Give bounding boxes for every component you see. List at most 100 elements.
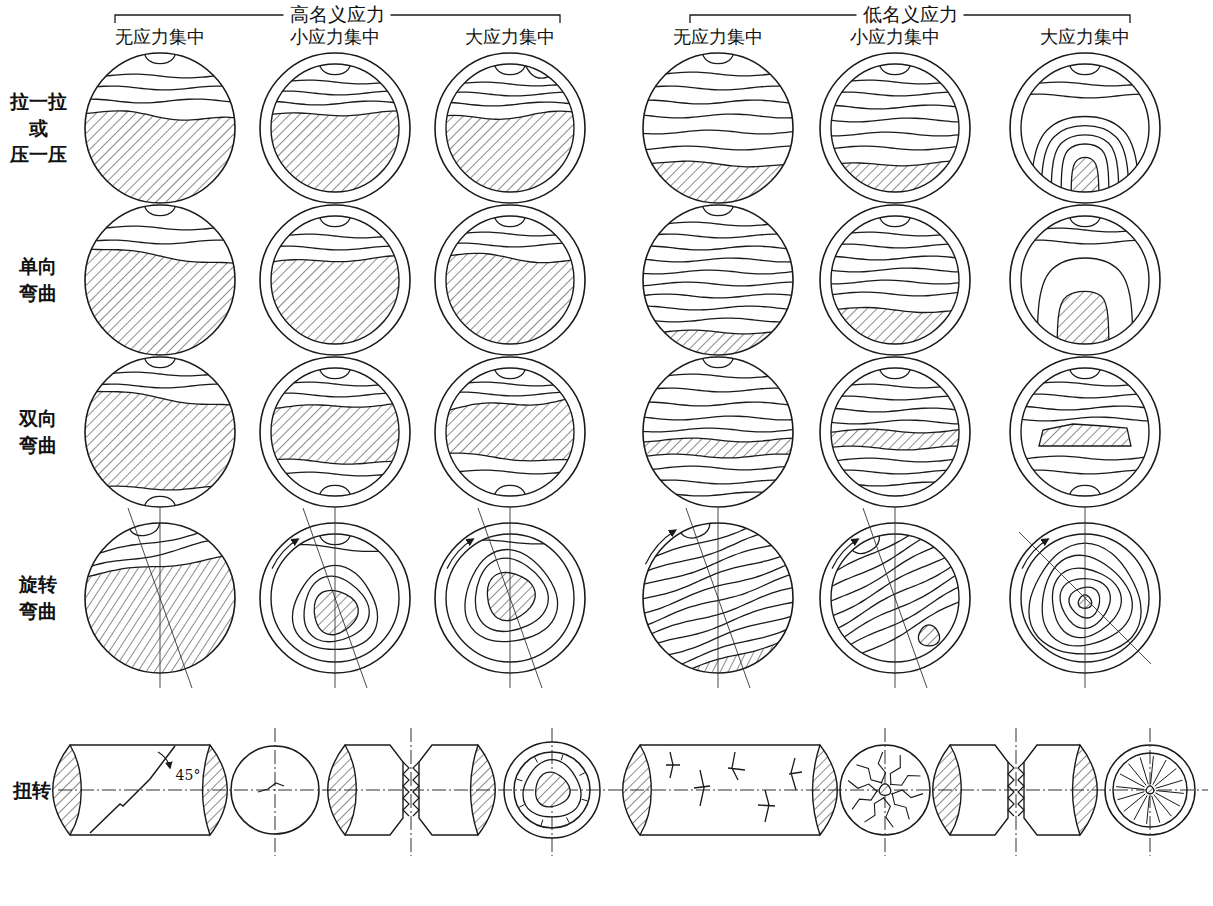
figure-stroke — [1117, 792, 1144, 800]
figure-stroke — [634, 130, 802, 134]
figure-stroke — [1010, 53, 1160, 203]
figure-stroke — [76, 390, 244, 406]
figure-stroke — [634, 222, 802, 226]
figure-stroke — [328, 745, 357, 835]
figure-stroke — [272, 539, 298, 569]
figure-stroke — [536, 772, 571, 807]
figure-stroke — [840, 745, 930, 835]
figure-stroke — [53, 745, 82, 835]
figure-stroke — [1016, 728, 1017, 856]
figure-stroke — [471, 745, 496, 835]
figure-stroke — [811, 146, 979, 150]
figure-stroke — [435, 357, 585, 507]
figure-stroke — [535, 757, 538, 762]
figure-stroke — [634, 374, 802, 378]
figure-stroke — [1071, 157, 1099, 218]
figure-stroke — [76, 372, 244, 376]
figure-stroke — [1146, 786, 1154, 794]
figure-stroke — [1052, 568, 1121, 637]
figure-stroke — [811, 420, 979, 424]
figure-stroke — [634, 318, 802, 322]
figure-stroke — [1037, 258, 1133, 370]
figure-stroke — [643, 205, 793, 355]
fracture-section — [426, 508, 594, 688]
figure-stroke — [314, 590, 358, 634]
figure-stroke — [1146, 786, 1154, 794]
figure-stroke — [419, 745, 478, 835]
column-header: 大应力集中 — [465, 25, 555, 49]
figure-stroke — [523, 760, 581, 817]
figure-stroke — [811, 429, 979, 450]
figure-stroke — [811, 446, 979, 450]
fracture-section — [634, 195, 802, 370]
figure-stroke — [612, 491, 826, 709]
figure-stroke — [640, 745, 820, 835]
figure-stroke — [446, 368, 574, 496]
figure-stroke — [634, 270, 802, 274]
figure-stroke — [582, 799, 588, 801]
figure-stroke — [1151, 756, 1154, 784]
figure-stroke — [314, 590, 358, 634]
figure-stroke — [487, 572, 535, 620]
figure-stroke — [813, 745, 838, 835]
figure-stroke — [892, 793, 909, 819]
figure-stroke — [251, 472, 419, 476]
figure-stroke — [811, 161, 979, 167]
figure-stroke — [85, 53, 235, 203]
fracture-section — [811, 205, 979, 370]
figure-stroke — [251, 111, 418, 218]
figure-stroke — [820, 53, 970, 203]
figure-stroke — [811, 408, 979, 412]
figure-stroke — [76, 111, 243, 218]
figure-stroke — [656, 627, 817, 683]
figure-stroke — [1001, 470, 1169, 474]
figure-stroke — [76, 347, 244, 517]
figure-stroke — [634, 330, 801, 370]
figure-stroke — [1156, 780, 1183, 788]
figure-stroke — [1155, 793, 1180, 806]
figure-stroke — [820, 205, 970, 355]
figure-stroke — [820, 357, 970, 507]
figure-stroke — [275, 728, 276, 856]
fracture-section — [251, 508, 419, 688]
figure-stroke — [426, 392, 594, 396]
figure-stroke — [831, 368, 959, 496]
figure-stroke — [260, 205, 410, 355]
figure-stroke — [517, 779, 523, 781]
row-label: 双向 弯曲 — [16, 405, 60, 458]
figure-stroke — [811, 54, 979, 218]
figure-stroke — [70, 545, 236, 589]
figure-stroke — [634, 388, 802, 392]
fracture-section — [1010, 508, 1160, 688]
figure-stroke — [811, 118, 979, 122]
figure-stroke — [918, 625, 939, 646]
figure-stroke — [1073, 745, 1098, 835]
figure-stroke — [831, 64, 959, 192]
figure-stroke — [76, 111, 244, 120]
figure-stroke — [504, 742, 600, 838]
figure-stroke — [536, 772, 571, 807]
figure-stroke — [251, 402, 419, 464]
figure-stroke — [1022, 539, 1048, 569]
figure-stroke — [918, 625, 939, 646]
figure-stroke — [251, 246, 419, 250]
figure-stroke — [890, 755, 900, 785]
fracture-section — [251, 205, 419, 370]
fracture-section — [60, 497, 261, 703]
figure-stroke — [856, 765, 882, 783]
figure-stroke — [426, 111, 594, 119]
fracture-section — [251, 53, 419, 218]
figure-stroke — [634, 114, 802, 118]
figure-stroke — [413, 762, 419, 816]
figure-stroke — [1120, 774, 1145, 787]
figure-stroke — [1146, 786, 1154, 794]
figure-stroke — [811, 307, 978, 370]
figure-stroke — [76, 74, 244, 78]
figure-stroke — [158, 752, 170, 768]
figure-stroke — [1001, 394, 1169, 398]
figure-stroke — [1039, 424, 1131, 446]
figure-stroke — [566, 817, 569, 822]
group-header: 低名义应力 — [857, 2, 964, 28]
